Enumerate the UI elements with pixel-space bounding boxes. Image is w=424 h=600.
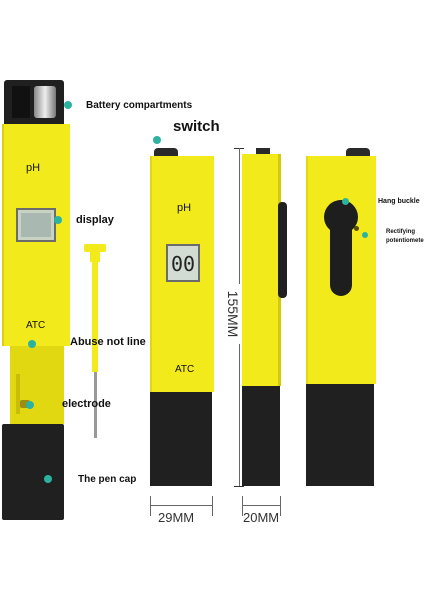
pen-front-body: pH 00 ATC [150, 156, 214, 392]
abuse-callout-dot [28, 340, 36, 348]
pen-side-body [242, 154, 281, 386]
electrode-callout-dot [26, 401, 34, 409]
lcd-value: 00 [171, 252, 196, 276]
pen-cap-callout-dot [44, 475, 52, 483]
potentiometer-hole [354, 226, 359, 231]
display-label: display [76, 214, 114, 226]
width-front-label: 29MM [158, 510, 195, 525]
electrode-holder [10, 346, 64, 424]
pen-side-clip [278, 202, 287, 298]
switch-callout-dot [153, 136, 161, 144]
display-callout-dot [54, 216, 62, 224]
rectifying-dot [362, 232, 368, 238]
pen-cap [2, 424, 64, 520]
pen-back-cap [306, 384, 374, 486]
battery-compartment [4, 80, 64, 124]
atc-label-front: ATC [175, 364, 195, 375]
lcd-display-left [16, 208, 56, 242]
pen-front-cap [150, 392, 212, 486]
pen-body-upper: pH ATC [2, 124, 70, 346]
width-side-label: 20MM [243, 510, 280, 525]
abuse-label: Abuse not line [70, 336, 146, 348]
switch-label: switch [173, 118, 220, 135]
switch-button [154, 148, 178, 156]
pen-cap-label: The pen cap [78, 474, 137, 485]
battery-callout-dot [64, 101, 72, 109]
lcd-display-front: 00 [166, 244, 200, 282]
rectifying-label-1: Rectifying [386, 229, 416, 235]
hang-buckle-dot [342, 198, 349, 205]
hang-buckle-label: Hang buckle [378, 198, 420, 205]
electrode-label: electrode [62, 398, 111, 410]
height-label: 155MM [225, 284, 241, 344]
battery-label: Battery compartments [86, 100, 193, 111]
atc-label-left: ATC [26, 320, 46, 331]
pen-side-cap [242, 386, 280, 486]
rectifying-label-2: potentiometer [386, 238, 424, 244]
ph-label-front: pH [177, 202, 192, 214]
ph-label-left: pH [26, 162, 41, 174]
